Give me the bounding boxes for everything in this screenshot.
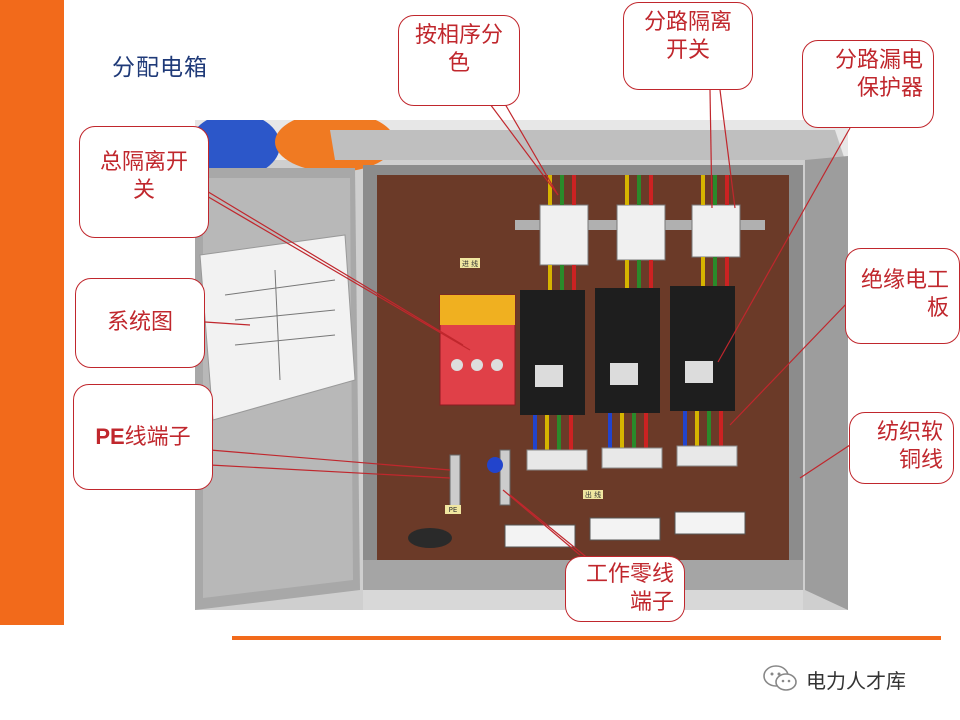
photo-inlet-label: 进 线 (462, 259, 478, 268)
callout-insulated-board-line2: 板 (926, 296, 949, 321)
watermark-text: 电力人才库 (806, 668, 906, 693)
callout-pe-suffix: 线端子 (124, 425, 191, 450)
callout-branch-leakage-line2: 保护器 (856, 76, 923, 101)
callout-pe-terminal: PE线端子 (73, 384, 213, 490)
callout-branch-leakage: 分路漏电 保护器 (802, 40, 934, 128)
left-accent-bar (0, 0, 64, 625)
callout-phase-color-line1: 按相序分 (414, 23, 503, 48)
callout-neutral-terminal-line2: 端子 (629, 590, 674, 615)
callout-phase-color: 按相序分 色 (398, 15, 520, 106)
callout-main-isolation-line2: 关 (132, 178, 155, 203)
callout-branch-isolation-line2: 开关 (665, 38, 710, 63)
callout-phase-color-line2: 色 (447, 51, 470, 76)
callout-system-diagram: 系统图 (75, 278, 205, 368)
photo-pe-tag: PE (449, 506, 458, 514)
callout-pe-prefix: PE (95, 424, 125, 449)
callout-textile-copper-line1: 纺织软 (876, 420, 943, 445)
callout-insulated-board-line1: 绝缘电工 (860, 268, 949, 293)
callout-neutral-terminal-line1: 工作零线 (585, 562, 674, 587)
footer-divider (232, 636, 941, 640)
callout-main-isolation: 总隔离开 关 (79, 126, 209, 238)
watermark: 电力人才库 (762, 664, 906, 694)
callout-system-diagram-text: 系统图 (106, 310, 173, 335)
callout-insulated-board: 绝缘电工 板 (845, 248, 960, 344)
slide-title: 分配电箱 (112, 55, 208, 81)
photo-outlet-label: 出 线 (585, 490, 601, 499)
callout-branch-isolation: 分路隔离 开关 (623, 2, 753, 90)
callout-branch-isolation-line1: 分路隔离 (643, 10, 732, 35)
callout-textile-copper-line2: 铜线 (898, 448, 943, 473)
callout-main-isolation-line1: 总隔离开 (99, 150, 188, 175)
callout-neutral-terminal: 工作零线 端子 (565, 556, 685, 622)
callout-branch-leakage-line1: 分路漏电 (834, 48, 923, 73)
wechat-icon (763, 665, 797, 691)
callout-textile-copper: 纺织软 铜线 (849, 412, 954, 484)
